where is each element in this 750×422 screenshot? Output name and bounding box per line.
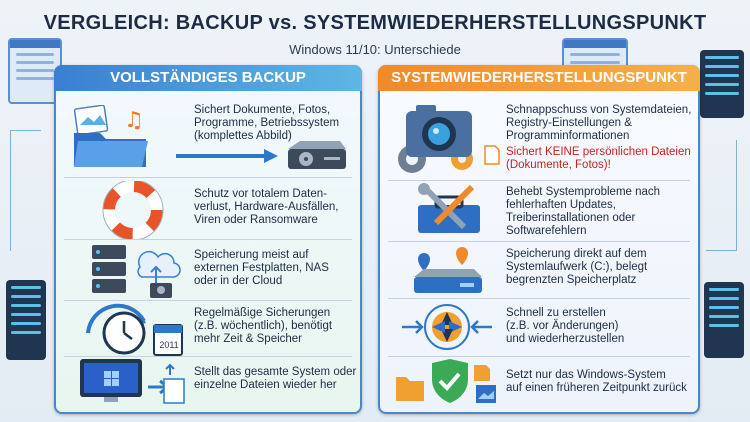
code-window-decoration-right [700,50,744,118]
aperture-restore-icon [398,299,496,360]
drive-location-icon [408,243,486,302]
calendar-year-label: 2011 [159,340,179,350]
arrow-right-icon [174,147,284,170]
monitor-restore-icon [78,357,188,412]
folder-with-media-icon: ♫ [68,104,164,176]
restore-row-1-text: Schnappschuss von Systemdateien,Registry… [506,104,692,142]
document-icon [484,145,500,170]
lifebuoy-icon [100,179,166,244]
toolbox-icon [414,183,484,242]
page-subtitle: Windows 11/10: Unterschiede [289,42,461,57]
backup-panel: VOLLSTÄNDIGES BACKUP ♫ Sichert Dokumente… [54,65,362,414]
server-cloud-storage-icon [90,243,184,304]
page-title: VERGLEICH: BACKUP vs. SYSTEMWIEDERHERSTE… [43,12,707,34]
circuit-line-decoration [706,140,737,251]
restore-row-4-text: Schnell zu erstellen(z.B. vor Änderungen… [506,307,625,345]
restore-point-panel: SYSTEMWIEDERHERSTELLUNGSPUNKT Schnappsch… [378,65,700,414]
backup-panel-header: VOLLSTÄNDIGES BACKUP [54,65,362,91]
window-decoration-left [8,38,62,104]
circuit-line-decoration [10,130,41,251]
shield-check-folder-icon [394,357,500,412]
restore-warning-text: Sichert KEINE persönlichen Dateien(Dokum… [506,146,691,171]
code-window-decoration-left [6,280,46,360]
backup-row-1-text: Sichert Dokumente, Fotos,Programme, Betr… [194,104,340,142]
backup-row-4-text: Regelmäßige Sicherungen(z.B. wöchentlich… [194,307,333,345]
code-window-decoration-right-bottom [704,282,744,358]
clock-calendar-icon: 2011 [84,303,186,364]
restore-point-panel-header: SYSTEMWIEDERHERSTELLUNGSPUNKT [378,65,700,91]
backup-row-2-text: Schutz vor totalem Daten-verlust, Hardwa… [194,188,339,226]
hard-drive-icon [284,137,348,178]
svg-text:♫: ♫ [124,108,144,133]
camera-gear-icon [392,97,488,186]
